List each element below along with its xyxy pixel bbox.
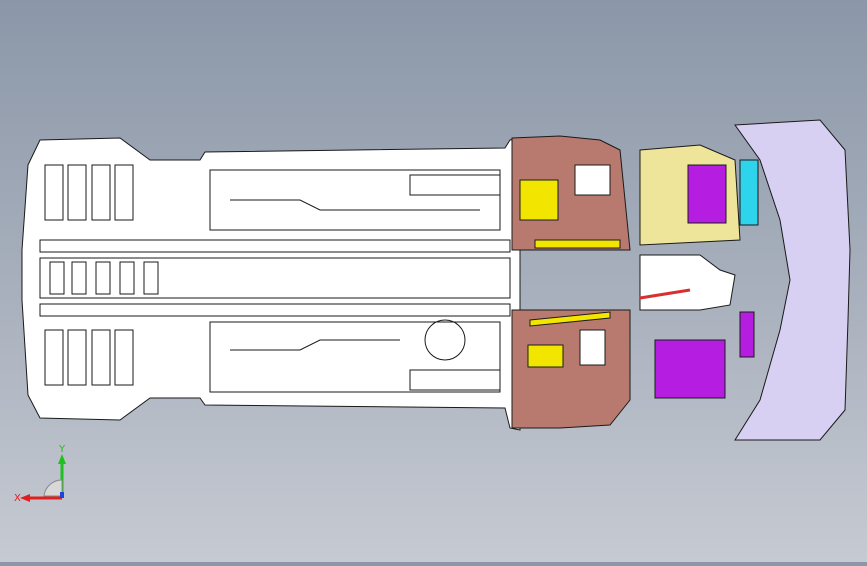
center-tunnel: [39, 257, 511, 299]
x-axis-label: X: [14, 493, 21, 504]
view-triad-icon: Y X: [14, 444, 66, 504]
left-rail: [39, 239, 511, 253]
lower-yellow-bracket: [527, 344, 564, 368]
upper-yellow-strip: [534, 239, 621, 249]
front-bumper: [734, 119, 851, 441]
lower-yellow-strip: [529, 311, 611, 327]
floor-pan-features: [209, 169, 501, 393]
rear-structure-pockets: [44, 164, 159, 386]
center-manifold: [639, 254, 736, 311]
cyan-component: [739, 159, 759, 226]
upper-purple-module: [687, 164, 727, 224]
y-axis-label: Y: [58, 444, 66, 455]
lower-purple-module: [654, 339, 726, 399]
front-frame-lower: [511, 309, 631, 429]
lower-purple-strip: [739, 311, 755, 358]
upper-yellow-bracket: [519, 179, 559, 221]
right-rail: [39, 303, 511, 317]
coordinate-triad[interactable]: Y X: [14, 440, 74, 510]
